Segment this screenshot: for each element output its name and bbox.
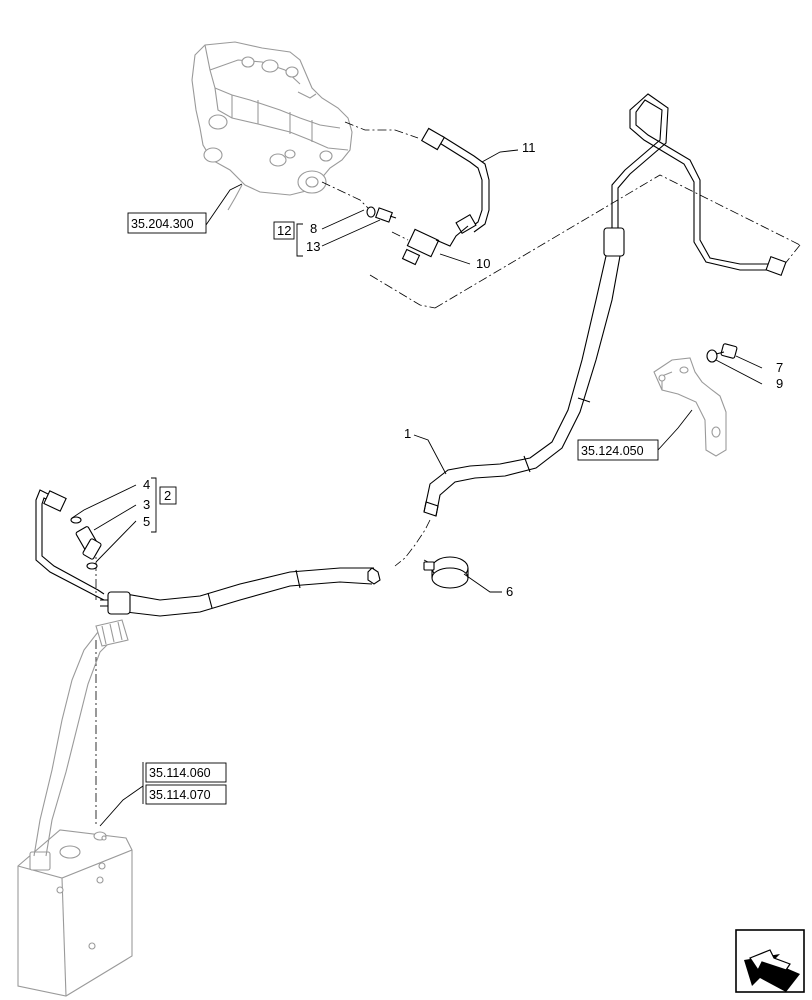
ref-valve: 35.204.300 <box>131 217 194 231</box>
callout-4: 4 <box>143 477 150 492</box>
callout-6: 6 <box>506 584 513 599</box>
ref-box-bracket <box>577 439 659 461</box>
callout-2: 2 <box>164 488 171 503</box>
ref-box-tank-a <box>145 762 227 783</box>
pressure-tube <box>611 93 787 277</box>
bracket <box>653 357 727 457</box>
callout-12: 12 <box>277 223 291 238</box>
callout-11: 11 <box>522 140 536 155</box>
reference-boxes: 35.204.300 35.124.050 35.114.060 35.114.… <box>127 212 659 805</box>
control-valve-assembly <box>191 41 353 211</box>
ref-box-tank-b <box>145 784 227 805</box>
callout-5: 5 <box>143 514 150 529</box>
ref-tank-b: 35.114.070 <box>149 788 211 802</box>
callout-7: 7 <box>776 360 783 375</box>
callout-8: 8 <box>310 221 317 236</box>
hydraulic-tank <box>17 829 133 997</box>
ref-bracket: 35.124.050 <box>581 444 644 458</box>
ref-box-valve <box>127 212 207 234</box>
callout-13: 13 <box>306 239 320 254</box>
fitting-group <box>366 206 469 266</box>
callout-2-box <box>159 486 177 505</box>
left-tube <box>35 489 105 601</box>
assembly-outline-lines <box>95 121 801 826</box>
hose-clamp-6 <box>423 556 469 589</box>
ref-tank-a: 35.114.060 <box>149 766 211 780</box>
callout-10: 10 <box>476 256 490 271</box>
elbow-fitting-group <box>70 516 102 570</box>
lower-hose <box>100 567 381 617</box>
callout-1: 1 <box>404 426 411 441</box>
tube-11 <box>420 127 490 234</box>
back-arrow-icon[interactable] <box>735 929 805 993</box>
callout-12-box <box>273 221 295 240</box>
tank-return-hose <box>33 619 129 857</box>
bolt-7-washer-9 <box>706 343 738 363</box>
callout-3: 3 <box>143 497 150 512</box>
leader-lines <box>71 149 763 827</box>
hose-1 <box>423 227 625 517</box>
callout-9: 9 <box>776 376 783 391</box>
callout-labels: 11 8 13 10 7 9 1 4 3 5 6 12 2 <box>143 140 783 599</box>
